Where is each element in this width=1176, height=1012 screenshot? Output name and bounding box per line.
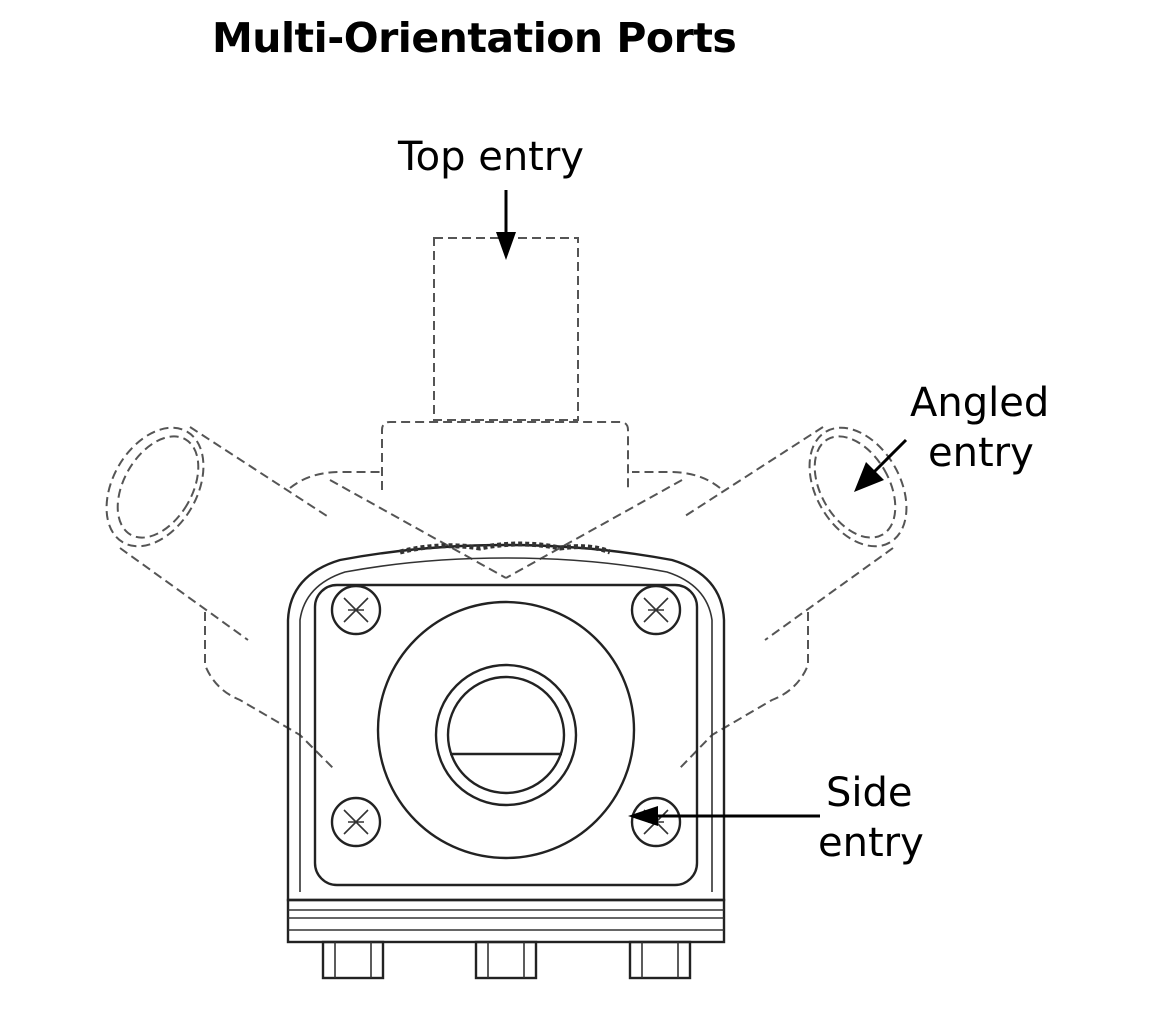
- screw-top-right: [630, 584, 682, 636]
- screw-top-left: [330, 584, 382, 636]
- side-entry-arrow: [628, 806, 820, 826]
- label-angled-line1: Angled: [910, 380, 1050, 426]
- label-side-entry: Side entry: [818, 768, 924, 868]
- label-angled-entry: Angled entry: [910, 378, 1049, 478]
- side-entry-port: [376, 600, 636, 860]
- top-entry-arrow: [496, 190, 516, 260]
- top-entry-port-outline: [381, 237, 629, 490]
- terminal-feet: [321, 940, 692, 980]
- label-angled-line2: entry: [928, 430, 1034, 476]
- angled-entry-arrow: [854, 438, 908, 492]
- inner-port-guides: [329, 479, 683, 579]
- housing-body: [286, 541, 726, 902]
- left-angled-port-outline: [105, 426, 380, 771]
- diagram-title: Multi-Orientation Ports: [212, 14, 737, 62]
- label-side-line1: Side: [826, 770, 913, 816]
- housing-base: [286, 898, 726, 944]
- label-side-line2: entry: [818, 820, 924, 866]
- screw-bottom-left: [330, 796, 382, 848]
- label-top-entry: Top entry: [398, 134, 584, 180]
- right-angled-port-outline: [632, 426, 908, 769]
